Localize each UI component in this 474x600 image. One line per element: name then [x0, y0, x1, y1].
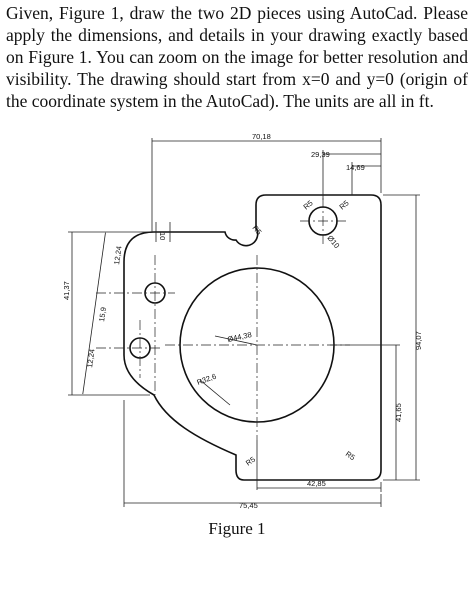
dim-right-lower: 41,65	[394, 403, 403, 422]
dim-big-radius: R32,6	[196, 372, 218, 387]
dim-left-c: 12,24	[85, 348, 97, 368]
dim-top-offset: 29,39	[311, 150, 330, 159]
dim-radius-bottom-a: R5	[244, 455, 257, 468]
dim-bottom-inner: 42,85	[307, 479, 326, 488]
dim-top-small: 14,69	[346, 163, 365, 172]
piece-outline	[123, 194, 382, 481]
dim-radius-left: R5	[250, 224, 263, 237]
dim-radius-bottom-b: R5	[344, 449, 357, 462]
figure-caption: Figure 1	[208, 519, 266, 538]
dim-left-a: 12,24	[112, 245, 124, 265]
dim-left-b: 15,9	[97, 307, 108, 323]
dim-left-vert: 41,37	[62, 281, 71, 300]
dim-top-hole: Ø10	[325, 234, 341, 251]
dim-right-total: 94,07	[414, 331, 423, 350]
dim-small-offset: 10	[158, 232, 167, 240]
dim-bottom-total: 75,45	[239, 501, 258, 510]
dim-big-hole: Ø44,38	[227, 330, 253, 344]
dim-radius-top-b: R5	[338, 198, 351, 211]
dim-radius-top-a: R5	[302, 198, 315, 211]
dim-overall-top: 70,18	[252, 132, 271, 141]
problem-statement: Given, Figure 1, draw the two 2D pieces …	[6, 3, 468, 111]
